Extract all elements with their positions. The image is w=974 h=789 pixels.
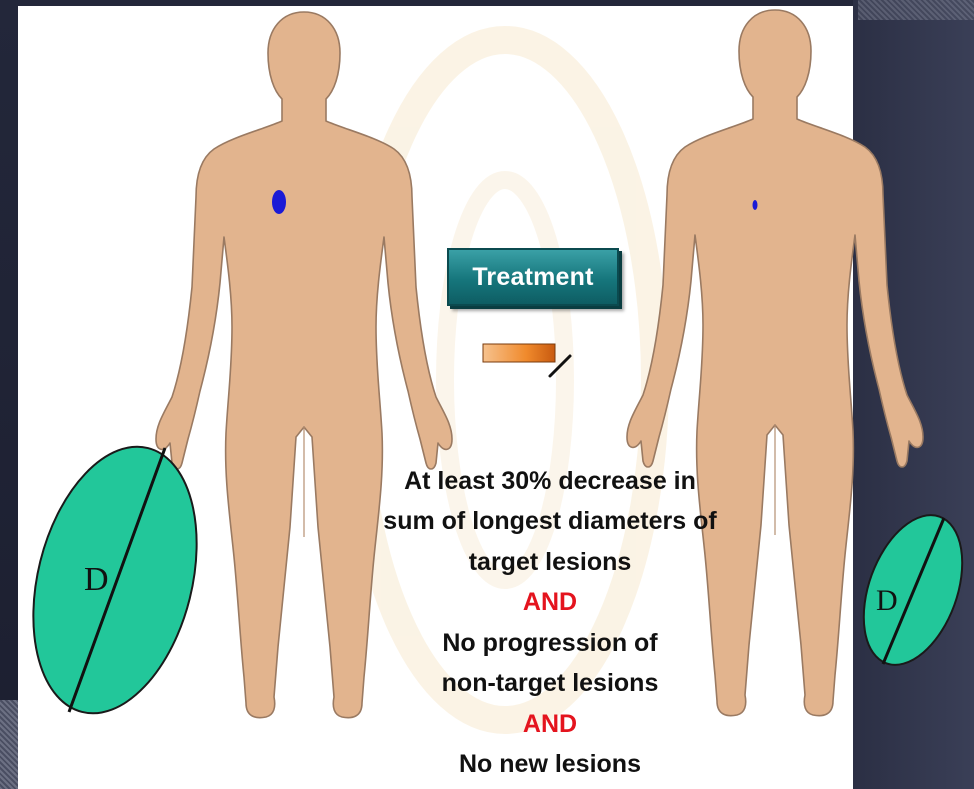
response-criteria: At least 30% decrease in sum of longest … (360, 461, 740, 785)
diameter-label-before: D (84, 561, 109, 598)
criteria-line-4: No progression of (360, 623, 740, 664)
lesion-ellipse-after: D (845, 502, 974, 679)
lesion-dot-before (272, 190, 286, 214)
criteria-line-1: At least 30% decrease in (360, 461, 740, 502)
criteria-line-5: non-target lesions (360, 664, 740, 705)
lesion-ellipse-before: D (7, 429, 222, 730)
criteria-line-3: target lesions (360, 542, 740, 583)
criteria-line-2: sum of longest diameters of (360, 502, 740, 543)
criteria-and-1: AND (360, 583, 740, 624)
criteria-and-2: AND (360, 704, 740, 745)
treatment-label-box: Treatment (447, 248, 619, 306)
lesion-dot-after (753, 200, 758, 210)
criteria-line-6: No new lesions (360, 745, 740, 786)
diameter-label-after: D (876, 584, 898, 617)
